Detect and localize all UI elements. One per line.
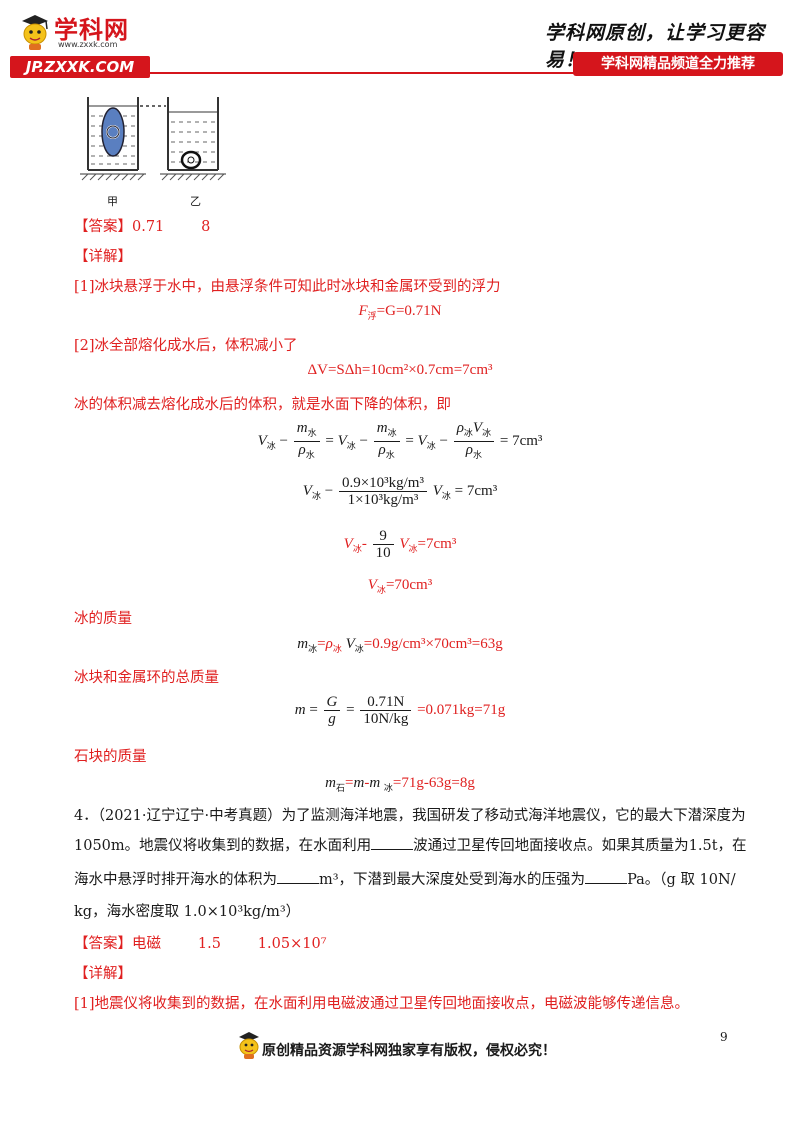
question-4-line-2: 1050m。地震仪将收集到的数据，在水面利用 波通过卫星传回地面接收点。如果其质量… (74, 834, 747, 855)
eq5-numerator: 9 (372, 528, 394, 545)
question-4-line-4: kg，海水密度取 1.0×10³kg/m³） (74, 904, 301, 920)
jp-banner: JP.ZXXK.COM (10, 56, 150, 78)
eq1-rhs: =G=0.71N (376, 303, 442, 319)
eq8-den2: 10N/kg (363, 711, 409, 727)
logo-url: www.zxxk.com (58, 40, 118, 49)
detail-4-paragraph-1: [1]地震仪将收集到的数据，在水面利用电磁波通过卫星传回地面接收点，电磁波能够传… (74, 996, 690, 1012)
answer4-label: 【答案】 (74, 936, 132, 952)
footer-mascot-icon (236, 1030, 262, 1060)
question-4-line-1: 4．（2021·辽宁辽宁·中考真题）为了监测海洋地震，我国研发了移动式海洋地震仪… (74, 808, 746, 824)
eq6-tail: =70cm³ (385, 577, 433, 593)
eq4-denominator: 1×10³kg/m³ (347, 492, 419, 508)
figure-containers (78, 92, 248, 212)
eq8-num1: G (326, 694, 338, 710)
detail-paragraph-1: [1]冰块悬浮于水中，由悬浮条件可知此时冰块和金属环受到的浮力 (74, 279, 501, 295)
channel-banner-text: 学科网精品频道全力推荐 (601, 56, 755, 72)
eq5-tail: =7cm³ (417, 535, 457, 552)
detail-paragraph-2: [2]冰全部熔化成水后，体积减小了 (74, 338, 298, 354)
equation-stone-mass: m石=m-m 冰=71g-63g=8g (325, 775, 475, 793)
eq7-tail: =0.9g/cm³×70cm³=63g (363, 636, 503, 652)
eq1-symbol: F (358, 303, 368, 319)
eq8-den1: g (328, 711, 336, 727)
equation-buoyancy: F浮=G=0.71N (0, 303, 800, 322)
answer-line-4: 【答案】电磁 1.5 1.05×10⁷ (74, 932, 327, 953)
page-number: 9 (720, 1030, 728, 1044)
detail-label-1: 【详解】 (74, 249, 132, 265)
blank-3 (585, 871, 628, 884)
figure-label-right: 乙 (190, 195, 201, 208)
figure-label-left: 甲 (107, 195, 118, 208)
detail-paragraph-4: 冰的质量 (74, 611, 132, 627)
q4-line3-b: m³，下潜到最大深度处受到海水的压强为 (319, 872, 586, 888)
mascot-logo (18, 12, 52, 52)
answer-values: 0.71 8 (132, 219, 211, 235)
q4-line2-a: 1050m。地震仪将收集到的数据，在水面利用 (74, 838, 372, 854)
eq9-tail: =71g-63g=8g (392, 775, 475, 791)
q4-line2-b: 波通过卫星传回地面接收点。如果其质量为1.5t，在 (413, 838, 747, 854)
logo-text: 学科网 (54, 16, 129, 44)
eq4-tail: = 7cm³ (454, 482, 498, 499)
blank-2 (277, 871, 319, 884)
eq8-tail: =0.071kg=71g (417, 701, 506, 718)
equation-volume-change: ΔV=SΔh=10cm²×0.7cm=7cm³ (307, 362, 493, 378)
eq4-numerator: 0.9×10³kg/m³ (338, 475, 427, 492)
eq1-sub: 浮 (367, 311, 377, 321)
answer4-values: 电磁 1.5 1.05×10⁷ (132, 936, 327, 952)
jp-banner-text: JP.ZXXK.COM (25, 58, 135, 76)
q4-line3-a: 海水中悬浮时排开海水的体积为 (74, 872, 277, 888)
header-rule (150, 72, 580, 74)
detail-label-4: 【详解】 (74, 966, 132, 982)
equation-ice-mass: m冰=ρ冰 V冰=0.9g/cm³×70cm³=63g (297, 636, 503, 654)
detail-paragraph-3: 冰的体积减去熔化成水后的体积，就是水面下降的体积，即 (74, 397, 451, 413)
footer-copyright: 原创精品资源学科网独家享有版权，侵权必究！ (262, 1043, 556, 1059)
answer-line-1: 【答案】0.71 8 (74, 215, 210, 236)
equation-ice-volume: V冰=70cm³ (367, 577, 433, 595)
eq8-num2: 0.71N (360, 694, 412, 711)
eq5-denominator: 10 (375, 545, 391, 561)
blank-1 (371, 837, 414, 850)
eq3-tail: = 7cm³ (499, 432, 543, 449)
question-4-line-3: 海水中悬浮时排开海水的体积为 m³，下潜到最大深度处受到海水的压强为 Pa。（g 取… (74, 868, 736, 889)
q4-line3-c: Pa。（g 取 10N/ (627, 872, 736, 888)
answer-label: 【答案】 (74, 219, 132, 235)
detail-paragraph-5: 冰块和金属环的总质量 (74, 670, 219, 686)
detail-paragraph-6: 石块的质量 (74, 749, 147, 765)
channel-banner: 学科网精品频道全力推荐 (573, 52, 783, 76)
